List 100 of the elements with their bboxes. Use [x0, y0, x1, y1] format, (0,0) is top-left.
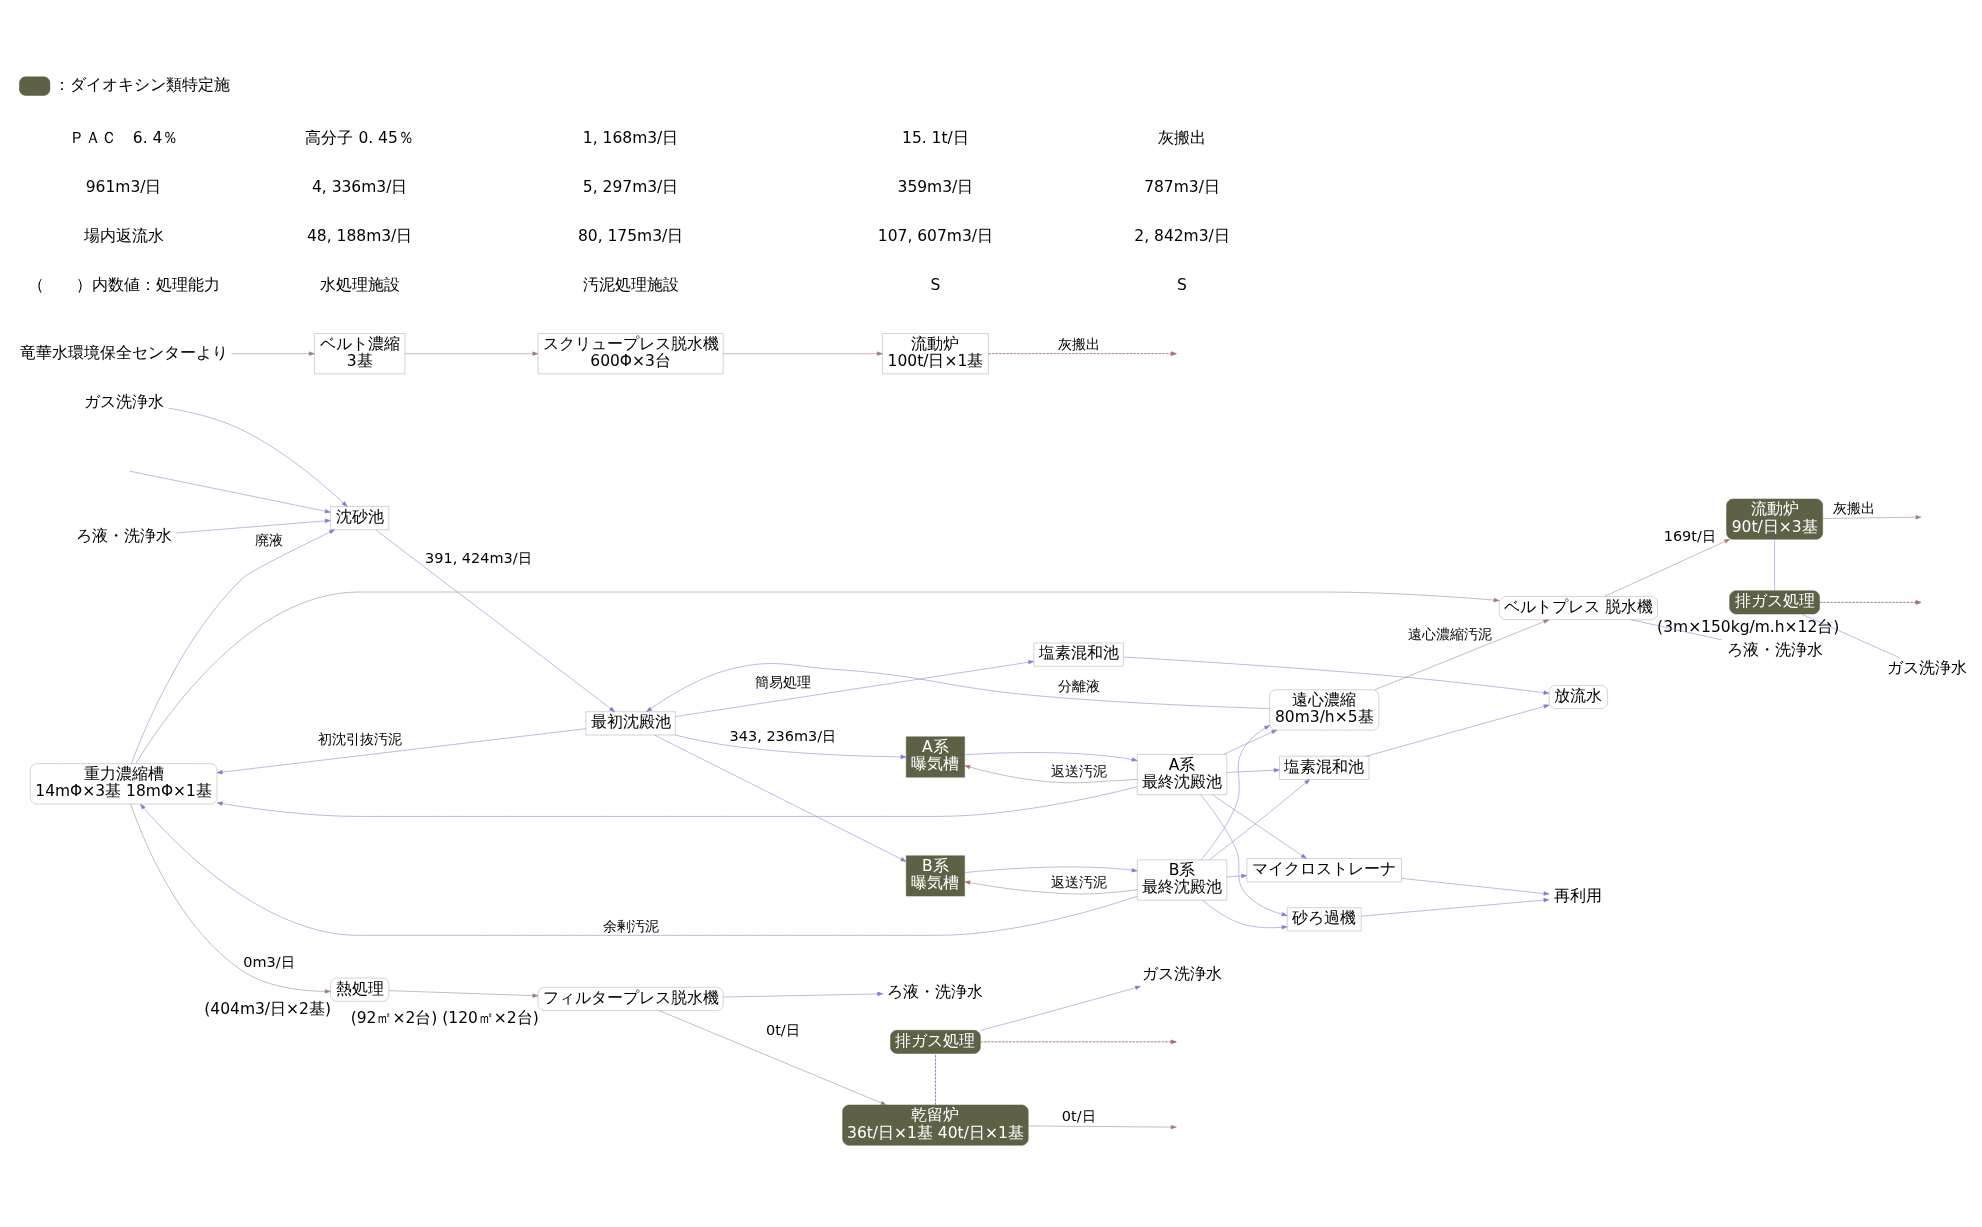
arrow [646, 663, 1270, 712]
edge-label: 遠心濃縮汚泥 [1408, 626, 1493, 643]
arrow [988, 351, 1177, 356]
label: 汚泥処理施設 [582, 276, 679, 295]
arrow [130, 803, 331, 994]
arrow [674, 734, 907, 759]
label: S [1177, 276, 1187, 295]
node-box: 塩素混和池 [1033, 642, 1124, 667]
arrow [129, 470, 331, 514]
node-text: ろ液・洗浄水 [75, 527, 172, 546]
label: （ ）内数値：処理能力 [27, 276, 220, 295]
node-box: 乾留炉 36t/日×1基 40t/日×1基 [842, 1104, 1029, 1146]
arrow [1209, 779, 1310, 861]
node-text: ガス洗浄水 [83, 392, 164, 411]
arrow [1028, 1125, 1177, 1130]
node-text: ガス洗浄水 [1886, 659, 1967, 678]
arrow [231, 351, 315, 356]
node-box: 排ガス処理 [890, 1030, 981, 1054]
edge-label: 0t/日 [1061, 1108, 1096, 1125]
arrow [1212, 794, 1307, 859]
edge-label: 0t/日 [766, 1021, 800, 1038]
arrow [1401, 878, 1550, 896]
arrow [216, 786, 1138, 817]
arrow [168, 407, 348, 507]
arrow [964, 880, 1138, 895]
node-box: B系 最終沈殿池 [1137, 859, 1228, 901]
arrow [723, 351, 883, 356]
arrow [1123, 656, 1550, 695]
node-box: A系 曝気槽 [905, 736, 965, 778]
edge-label: 返送汚泥 [1050, 873, 1107, 890]
arrow [658, 1010, 887, 1106]
label: 107, 607m3/日 [877, 227, 994, 246]
arrow [388, 990, 539, 998]
node-box: 遠心濃縮 80m3/h×5基 [1269, 689, 1380, 731]
label: 15. 1t/日 [902, 128, 969, 147]
edge-label: 初沈引抜汚泥 [317, 731, 402, 748]
arrow [216, 728, 587, 775]
arrow [654, 734, 907, 862]
arrow [375, 529, 615, 712]
node-box: 砂ろ過機 [1287, 907, 1362, 932]
edge-label: 391, 424m3/日 [425, 549, 532, 566]
node-box: 流動炉 100t/日×1基 [882, 333, 989, 375]
arrow [980, 985, 1141, 1031]
label: 961m3/日 [85, 178, 162, 197]
arrow [1226, 873, 1247, 878]
arrow [1223, 729, 1278, 755]
edge-label: 簡易処理 [754, 674, 811, 691]
node-label: (92㎡×2台) (120㎡×2台) [350, 1009, 539, 1028]
arrow [1366, 704, 1550, 757]
connector [1774, 539, 1775, 591]
node-box: 熱処理 [330, 977, 390, 1002]
label: ＰＡＣ 6. 4％ [68, 128, 179, 147]
node-box: 最初沈殿池 [585, 711, 676, 736]
arrow [140, 803, 1138, 936]
node-label: (404m3/日×2基) [204, 999, 331, 1018]
arrow [675, 660, 1034, 717]
arrow [1202, 899, 1288, 930]
node-box: 塩素混和池 [1279, 755, 1370, 780]
node-text: ガス洗浄水 [1142, 964, 1223, 983]
label: 80, 175m3/日 [577, 227, 684, 246]
connector [1630, 619, 1723, 641]
arrow [1361, 898, 1550, 917]
arrow [1822, 515, 1922, 520]
edge-label: 返送汚泥 [1050, 762, 1107, 779]
label: 水処理施設 [319, 276, 400, 295]
arrow [1819, 600, 1922, 605]
arrow [964, 866, 1138, 873]
legend-label: ：ダイオキシン類特定施 [54, 75, 231, 94]
arrow [964, 765, 1138, 784]
node-box: B系 曝気槽 [905, 855, 965, 897]
label: 灰搬出 [1158, 128, 1207, 147]
node-box: 流動炉 90t/日×3基 [1726, 498, 1823, 540]
node-box: A系 最終沈殿池 [1137, 754, 1228, 795]
arrow [135, 591, 1500, 764]
edge-label: 廃液 [254, 531, 283, 548]
label: 4, 336m3/日 [311, 178, 408, 197]
arrow [1200, 725, 1270, 861]
edge-label: 0m3/日 [243, 953, 295, 970]
arrow [1226, 768, 1280, 773]
arrow [1374, 619, 1550, 690]
node-text: ろ液・洗浄水 [887, 982, 984, 1001]
arrow [1604, 539, 1731, 597]
edge-label: 灰搬出 [1057, 336, 1100, 353]
edge-label: 169t/日 [1663, 527, 1716, 544]
node-box: 重力濃縮槽 14mΦ×3基 18mΦ×1基 [30, 763, 218, 805]
node-box: 放流水 [1548, 685, 1608, 709]
node-text: 再利用 [1554, 886, 1603, 905]
node-box: ベルト濃縮 3基 [314, 333, 406, 375]
label: 5, 297m3/日 [582, 178, 679, 197]
node-box: 排ガス処理 [1729, 590, 1820, 615]
connector [1801, 613, 1901, 659]
edge-label: 分離液 [1057, 678, 1100, 695]
node-box: マイクロストレーナ [1246, 858, 1402, 883]
label: 48, 188m3/日 [306, 227, 413, 246]
node-text: ろ液・洗浄水 [1726, 641, 1823, 660]
arrow [404, 351, 539, 356]
label: 359m3/日 [897, 178, 974, 197]
connector [934, 1053, 936, 1106]
node-text: 竜華水環境保全センターより [19, 343, 228, 362]
arrow [979, 1039, 1177, 1045]
